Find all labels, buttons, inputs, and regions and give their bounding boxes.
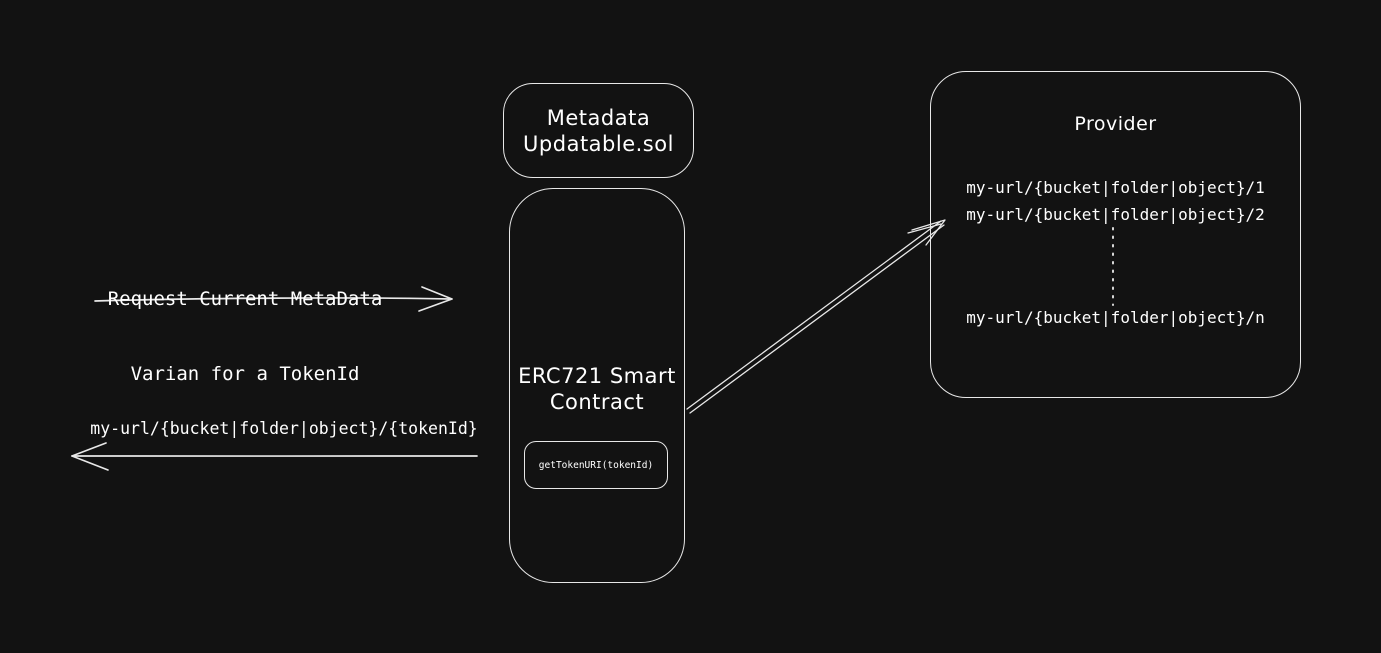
uri-fetch-arrow-head [907, 219, 946, 246]
response-arrow [71, 442, 478, 471]
provider-url-2: my-url/{bucket|folder|object}/2 [966, 205, 1265, 224]
erc721-box-label-line1: ERC721 Smart [518, 364, 676, 388]
request-arrow [94, 286, 453, 312]
request-arrow-label: Request Current MetaData Varian for a To… [95, 237, 395, 437]
provider-box: Provider my-url/{bucket|folder|object}/1… [930, 71, 1301, 398]
request-arrow-head [418, 286, 453, 312]
metadata-box-label: Metadata Updatable.sol [523, 105, 674, 157]
request-arrow-label-line2: Varian for a TokenId [130, 363, 360, 385]
response-arrow-head [71, 442, 109, 471]
get-token-uri-box: getTokenURI(tokenId) [524, 441, 668, 489]
request-arrow-shaft [94, 297, 450, 302]
uri-fetch-arrow-shaft [686, 220, 942, 410]
erc721-box-label: ERC721 Smart Contract [510, 363, 684, 415]
erc721-box-label-line2: Contract [549, 390, 645, 414]
metadata-updatable-box: Metadata Updatable.sol [503, 83, 694, 178]
erc721-contract-box: ERC721 Smart Contract getTokenURI(tokenI… [509, 188, 685, 583]
response-arrow-label: my-url/{bucket|folder|object}/{tokenId} [90, 419, 478, 438]
metadata-box-label-line1: Metadata [546, 105, 651, 130]
get-token-uri-label: getTokenURI(tokenId) [538, 459, 654, 471]
uri-fetch-arrow-shaft-2 [689, 224, 945, 414]
uri-fetch-arrow [686, 219, 946, 414]
metadata-box-label-line2: Updatable.sol [523, 131, 674, 156]
response-arrow-shaft [71, 454, 478, 458]
request-arrow-label-line1: Request Current MetaData [107, 288, 383, 310]
provider-url-1: my-url/{bucket|folder|object}/1 [966, 178, 1265, 197]
provider-url-n: my-url/{bucket|folder|object}/n [966, 308, 1265, 327]
provider-box-title: Provider [1074, 113, 1157, 135]
